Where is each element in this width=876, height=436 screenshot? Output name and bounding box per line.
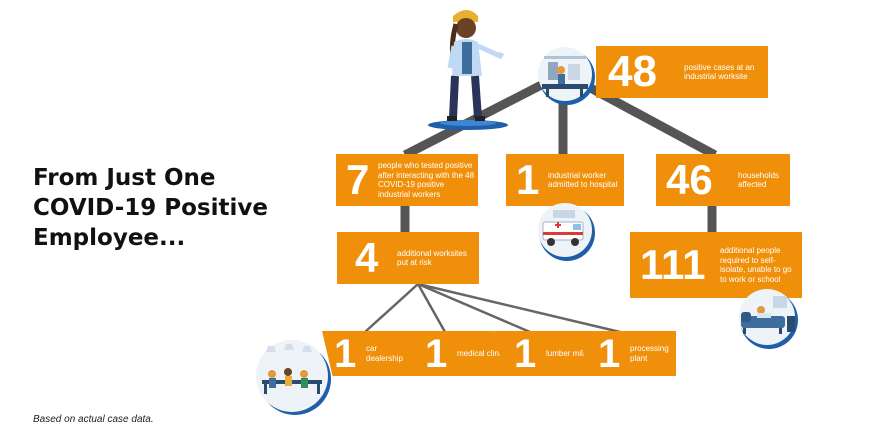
node-worksites-number: 4: [355, 234, 379, 281]
node-plant-text: processing plant: [630, 344, 669, 363]
home-isolation-illustration: [739, 289, 798, 349]
worksite-illustration: [538, 47, 595, 105]
node-clinic-number: 1: [425, 331, 448, 376]
node-households-number: 46: [666, 156, 713, 203]
node-worksite-text: positive cases at an industrial worksite: [684, 62, 755, 82]
node-households: 46 households affected: [656, 154, 790, 206]
connector-worksite-households: [569, 74, 718, 159]
node-medical-clinic: 1 medical clinic: [405, 331, 505, 376]
node-plant-number: 1: [598, 331, 621, 376]
node-lumber-text: lumber mill: [546, 348, 585, 358]
page-title: From Just One COVID-19 Positive Employee…: [33, 165, 268, 251]
node-isolate-number: 111: [640, 241, 706, 288]
node-hospital: 1 industrial worker admitted to hospital: [506, 154, 624, 206]
node-households-text: households affected: [738, 170, 779, 190]
node-tested-text: people who tested positive after interac…: [378, 161, 475, 199]
node-worksite-number: 48: [608, 47, 657, 96]
node-processing-plant: 1 processing plant: [578, 331, 676, 376]
connector-car: [364, 283, 419, 333]
office-illustration: [256, 340, 331, 415]
node-car-text: car dealership: [366, 344, 403, 363]
node-self-isolate: 111 additional people required to self-i…: [630, 232, 802, 298]
node-isolate-text: additional people required to self-isola…: [720, 246, 792, 284]
node-tested-number: 7: [346, 156, 370, 203]
node-lumber-mill: 1 lumber mill: [494, 331, 590, 376]
node-clinic-text: medical clinic: [457, 348, 505, 358]
connector-clinic: [416, 283, 447, 333]
worker-illustration: [428, 10, 508, 130]
node-hospital-text: industrial worker admitted to hospital: [548, 170, 618, 190]
node-worksites-text: additional worksites put at risk: [397, 248, 467, 268]
node-hospital-number: 1: [516, 156, 540, 203]
node-lumber-number: 1: [514, 331, 537, 376]
connector-lumber: [417, 282, 531, 334]
node-additional-worksites: 4 additional worksites put at risk: [337, 232, 479, 284]
ambulance-illustration: [538, 203, 595, 261]
node-worksite-cases: 48 positive cases at an industrial works…: [596, 46, 768, 98]
node-car-dealership: 1 car dealership: [322, 331, 418, 376]
node-car-number: 1: [334, 331, 357, 376]
node-tested-positive: 7 people who tested positive after inter…: [336, 154, 478, 206]
footnote: Based on actual case data.: [33, 414, 154, 425]
connector-plant: [417, 282, 621, 334]
